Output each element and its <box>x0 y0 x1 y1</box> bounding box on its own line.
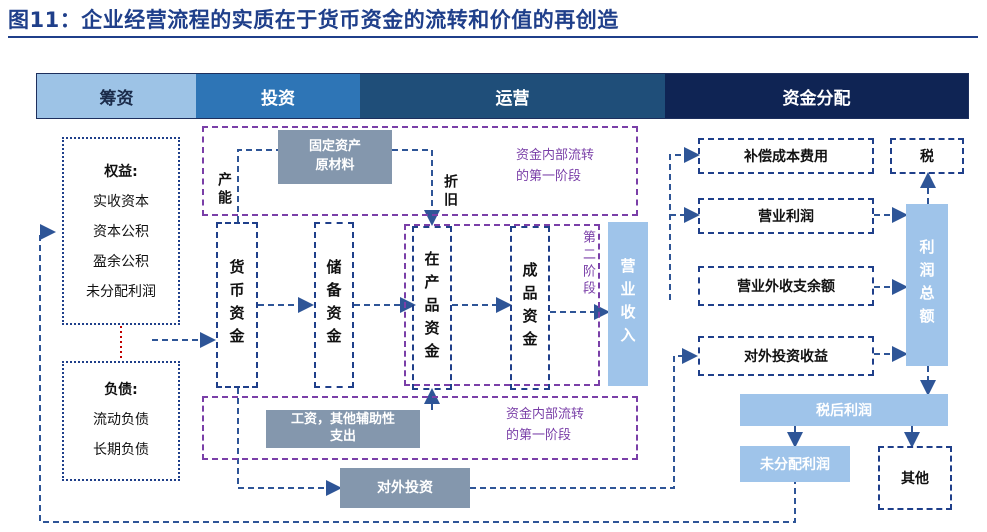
wages-box: 工资，其他辅助性 支出 <box>266 410 420 448</box>
equity-item: 未分配利润 <box>86 284 156 300</box>
first-stage-bottom-note-line2: 的第一阶段 <box>506 427 572 443</box>
first-stage-bottom-region <box>202 396 638 460</box>
investment-income-box: 对外投资收益 <box>698 336 874 376</box>
first-stage-bottom-note-line1: 资金内部流转 <box>506 407 585 422</box>
phase-operating-label: 运营 <box>495 88 530 109</box>
fixed-assets-box: 固定资产 原材料 <box>278 130 392 184</box>
arrow-capacity <box>237 149 278 222</box>
liabilities-item: 长期负债 <box>93 442 149 458</box>
reserve-funds-box: 储备资金 <box>314 222 354 388</box>
first-stage-top-note-line1: 资金内部流转 <box>516 148 595 163</box>
phase-investing: 投资 <box>196 74 360 118</box>
wages-line1: 工资，其他辅助性 <box>290 412 395 428</box>
liabilities-heading: 负债: <box>104 382 138 398</box>
first-stage-top-region <box>202 126 638 216</box>
monetary-funds-label: 货币资金 <box>227 259 246 351</box>
phase-bar-frame <box>36 73 969 119</box>
equity-box: 权益: 实收资本 资本公积 盈余公积 未分配利润 <box>62 137 180 325</box>
revenue-label: 营业收入 <box>618 258 637 350</box>
other-box: 其他 <box>878 446 952 510</box>
equity-item: 盈余公积 <box>93 254 149 270</box>
phase-operating: 运营 <box>360 74 665 118</box>
equity-item: 实收资本 <box>93 194 149 210</box>
first-stage-bottom-note: 资金内部流转 的第一阶段 <box>506 405 626 447</box>
arrow-to-outside-investment <box>237 388 342 496</box>
first-stage-top-note: 资金内部流转 的第一阶段 <box>516 146 628 188</box>
total-profit-label: 利润总额 <box>917 239 936 331</box>
depreciation-label: 折旧 <box>442 174 458 210</box>
non-operating-box: 营业外收支余额 <box>698 266 874 306</box>
wip-funds-box: 在产品资金 <box>412 226 452 390</box>
title-underline <box>8 36 978 38</box>
total-profit-box: 利润总额 <box>906 204 948 366</box>
fixed-assets-line2: 原材料 <box>315 158 355 173</box>
phase-financing-label: 筹资 <box>99 88 134 109</box>
reserve-funds-label: 储备资金 <box>324 259 343 351</box>
tax-box: 税 <box>890 138 964 174</box>
equity-item: 资本公积 <box>93 224 149 240</box>
wip-funds-label: 在产品资金 <box>422 250 441 366</box>
phase-distribution: 资金分配 <box>665 74 968 118</box>
liabilities-box: 负债: 流动负债 长期负债 <box>62 361 180 481</box>
arrow-outside-to-income <box>470 348 698 489</box>
arrow-return-loop <box>39 224 796 523</box>
undistributed-profit-box: 未分配利润 <box>740 446 850 482</box>
outside-investment-box: 对外投资 <box>340 468 470 508</box>
wages-line2: 支出 <box>329 429 356 444</box>
second-stage-region <box>404 224 600 386</box>
equity-heading: 权益: <box>104 164 138 180</box>
after-tax-profit-box: 税后利润 <box>740 394 948 426</box>
monetary-funds-box: 货币资金 <box>216 222 258 388</box>
figure-title: 图11：企业经营流程的实质在于货币资金的流转和价值的再创造 <box>8 8 619 32</box>
arrow-revenue-to-cost <box>669 147 700 300</box>
cost-compensation-box: 补偿成本费用 <box>698 138 874 174</box>
first-stage-top-note-line2: 的第一阶段 <box>516 168 582 184</box>
revenue-box: 营业收入 <box>608 222 648 386</box>
capacity-label: 产能 <box>216 172 232 208</box>
phase-investing-label: 投资 <box>261 88 295 109</box>
operating-profit-box: 营业利润 <box>698 198 874 234</box>
fixed-assets-line1: 固定资产 <box>308 139 361 155</box>
second-stage-label: 第二阶段 <box>580 230 595 298</box>
finished-funds-box: 成品资金 <box>510 226 550 390</box>
phase-financing: 筹资 <box>37 74 196 118</box>
arrow-depreciation <box>392 149 440 226</box>
phase-distribution-label: 资金分配 <box>782 88 851 109</box>
finished-funds-label: 成品资金 <box>520 262 539 354</box>
liabilities-item: 流动负债 <box>93 412 149 428</box>
